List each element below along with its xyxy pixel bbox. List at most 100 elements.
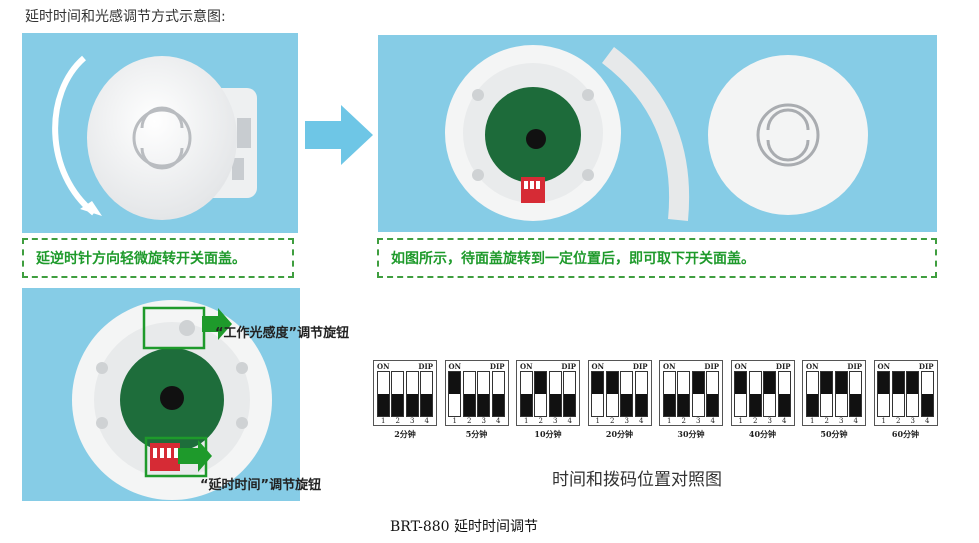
dip-slot xyxy=(877,371,891,417)
dip-slot xyxy=(563,371,577,417)
dip-slot xyxy=(620,371,634,417)
dip-time-label: 2分钟 xyxy=(394,429,416,439)
dip-knob xyxy=(406,394,418,416)
dip-slot xyxy=(763,371,777,417)
sensor-open-illustration xyxy=(445,45,868,221)
dip-slot xyxy=(748,371,762,417)
dip-knob xyxy=(806,394,818,416)
dip-slot xyxy=(376,371,390,417)
dip-knob xyxy=(878,372,890,394)
dip-number: 2 xyxy=(538,417,543,425)
photo-removed-cover xyxy=(378,35,937,232)
dip-knob xyxy=(549,394,561,416)
dip-on-label: ON xyxy=(377,362,390,371)
dip-time-label: 20分钟 xyxy=(605,429,634,439)
dip-slot xyxy=(677,371,691,417)
dip-number: 4 xyxy=(853,417,858,425)
dip-number: 3 xyxy=(481,417,486,425)
dip-knob xyxy=(850,394,862,416)
dip-knob xyxy=(663,394,675,416)
dip-knob xyxy=(735,372,747,394)
dip-on-label: ON xyxy=(591,362,605,371)
dip-knob xyxy=(821,372,833,394)
dip-slot xyxy=(605,371,619,417)
dip-brand-label: DIP xyxy=(775,362,791,371)
dip-chart-title: 时间和拨码位置对照图 xyxy=(552,470,722,490)
page-heading: 延时时间和光感调节方式示意图: xyxy=(25,9,226,25)
dip-on-label: ON xyxy=(734,362,748,371)
dip-number: 2 xyxy=(610,417,615,425)
dip-slot xyxy=(734,371,748,417)
dip-slot xyxy=(519,371,533,417)
dip-slot xyxy=(849,371,863,417)
dip-number: 1 xyxy=(595,417,600,425)
dip-slot xyxy=(477,371,491,417)
dip-slot xyxy=(591,371,605,417)
dip-knob xyxy=(621,394,633,416)
dip-number: 1 xyxy=(524,417,529,425)
dip-brand-label: DIP xyxy=(918,362,934,371)
dip-number: 1 xyxy=(810,417,815,425)
dip-knob xyxy=(392,394,404,416)
dip-knob xyxy=(564,394,576,416)
dip-number: 2 xyxy=(467,417,472,425)
dip-number: 3 xyxy=(553,417,558,425)
dip-knob xyxy=(835,372,847,394)
dip-number: 3 xyxy=(767,417,772,425)
dip-knob xyxy=(892,372,904,394)
dip-knob xyxy=(492,394,504,416)
dip-knob xyxy=(778,394,790,416)
dip-brand-label: DIP xyxy=(418,362,433,371)
dip-number: 4 xyxy=(710,417,715,425)
dip-slot xyxy=(834,371,848,417)
dip-slot xyxy=(662,371,676,417)
dip-knob xyxy=(635,394,647,416)
dip-knob xyxy=(421,394,433,416)
dip-brand-label: DIP xyxy=(847,362,862,371)
dip-time-label: 5分钟 xyxy=(465,429,488,439)
dip-time-label: 10分钟 xyxy=(534,429,562,439)
dip-knob xyxy=(449,372,461,394)
dip-slot xyxy=(634,371,648,417)
dip-knob xyxy=(606,372,618,394)
dip-slot xyxy=(448,371,462,417)
dip-switch-chart: ON DIP 1 2 3 4 2分钟 ON DIP 1 2 3 4 5分钟 ON DIP 1 2 3 4 10分钟 ON D… xyxy=(373,360,943,450)
delay-knob-label: “延时时间”调节旋钮 xyxy=(200,478,322,493)
step2-caption: 如图所示，待面盖旋转到一定位置后，即可取下开关面盖。 xyxy=(391,251,755,267)
dip-slot xyxy=(805,371,819,417)
dip-number: 1 xyxy=(738,417,743,425)
dip-knob xyxy=(764,372,776,394)
figure-caption: BRT-880 延时时间调节 xyxy=(390,519,539,535)
dip-number: 3 xyxy=(839,417,844,425)
dip-slot xyxy=(820,371,834,417)
dip-number: 2 xyxy=(681,417,686,425)
dip-number: 3 xyxy=(624,417,629,425)
dip-time-label: 30分钟 xyxy=(677,429,705,439)
dip-number: 2 xyxy=(896,417,901,425)
dip-number: 2 xyxy=(395,417,400,425)
dip-knob xyxy=(692,372,704,394)
dip-knob xyxy=(377,394,389,416)
dip-brand-label: DIP xyxy=(489,362,505,371)
photo-rotate-cover xyxy=(22,33,298,233)
dip-on-label: ON xyxy=(877,362,891,371)
dip-on-label: ON xyxy=(520,362,533,371)
dip-slot xyxy=(706,371,720,417)
dip-number: 4 xyxy=(782,417,787,425)
dip-slot xyxy=(405,371,419,417)
dip-slot xyxy=(777,371,791,417)
dip-knob xyxy=(921,394,933,416)
dip-slot xyxy=(691,371,705,417)
dip-on-label: ON xyxy=(663,362,676,371)
